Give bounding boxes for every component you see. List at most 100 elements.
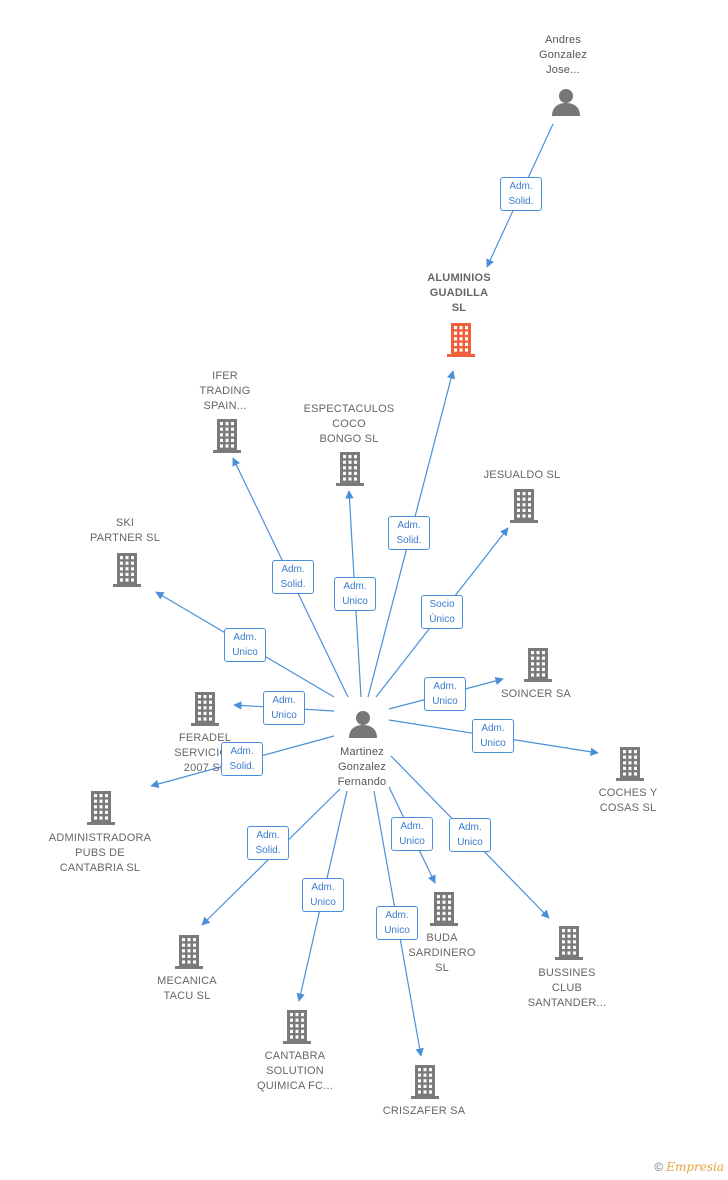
node-label-line: SOINCER SA [501,688,571,700]
edge-label-line: Unico [457,837,483,848]
node-ifer[interactable] [211,418,243,459]
node-criszafer[interactable] [409,1064,441,1105]
building-icon [510,489,538,523]
edge-label-line: Solid. [396,535,422,546]
node-label-line: SANTANDER... [527,997,607,1009]
brand-logo: Empresia [666,1160,724,1174]
node-label-line: PUBS DE [75,847,125,859]
node-buda[interactable] [428,891,460,932]
node-label-soincer[interactable]: SOINCER SA [466,687,606,702]
node-label-line: TRADING [199,385,251,397]
building-icon [283,1010,311,1044]
node-label-line: CRISZAFER SA [382,1105,466,1117]
edge-label-line: Adm. [458,822,482,833]
node-label-line: COCO [332,418,366,430]
copyright-symbol: © [654,1160,664,1174]
edge-label-line: Unico [271,710,297,721]
edge-label-line: Solid. [229,761,255,772]
node-label-line: Fernando [337,776,387,788]
node-label-line: COCHES Y [598,787,658,799]
edge-label-line: Unico [342,596,368,607]
building-icon [447,323,475,357]
edge-label-aluminios[interactable]: Adm. Solid. [388,516,430,550]
edge-label-line: Adm. [343,581,367,592]
edge-label-line: Solid. [280,579,306,590]
edge-label-ski[interactable]: Adm.Unico [224,628,266,662]
edge-label-buda[interactable]: Adm.Unico [391,817,433,851]
node-administradora[interactable] [85,790,117,831]
node-label-line: JESUALDO SL [483,469,561,481]
node-label-cantabra[interactable]: CANTABRA SOLUTION QUIMICA FC... [225,1049,365,1094]
building-icon [87,791,115,825]
edge-label-line: Adm. [272,695,296,706]
edge-label-line: Único [429,614,455,625]
edge-label-line: Unico [432,696,458,707]
edge-label-feradel[interactable]: Adm. Unico [263,691,305,725]
node-label-line: BONGO SL [319,433,379,445]
edge-label-bussines[interactable]: Adm. Unico [449,818,491,852]
node-label-line: BUSSINES [538,967,596,979]
node-bussines[interactable] [553,925,585,966]
edge-label-espectaculos[interactable]: Adm. Unico [334,577,376,611]
edge-label-aluminios[interactable]: Adm.Solid. [500,177,542,211]
watermark: ©Empresia [654,1160,724,1174]
edge-label-soincer[interactable]: Adm.Unico [424,677,466,711]
node-label-line: TACU SL [163,990,211,1002]
edge-label-mecanica[interactable]: Adm.Solid. [247,826,289,860]
building-icon [213,419,241,453]
building-icon [175,935,203,969]
node-label-line: Gonzalez [538,49,588,61]
node-label-line: PARTNER SL [89,532,161,544]
building-icon [191,692,219,726]
edge-label-line: Adm. [230,746,254,757]
node-andres[interactable] [551,87,581,122]
node-ski[interactable] [111,552,143,593]
building-icon [411,1065,439,1099]
edge-label-coches[interactable]: Adm.Unico [472,719,514,753]
edge-label-ifer[interactable]: Adm.Solid. [272,560,314,594]
node-martinez[interactable] [348,709,378,744]
edge-label-criszafer[interactable]: Adm.Unico [376,906,418,940]
node-label-line: QUIMICA FC... [257,1080,333,1092]
node-label-line: CLUB [551,982,583,994]
edge-label-line: Adm. [397,520,421,531]
node-soincer[interactable] [522,647,554,688]
node-aluminios[interactable] [445,322,477,363]
node-label-line: SL [451,302,467,314]
node-label-line: Martinez [340,746,384,758]
node-jesualdo[interactable] [508,488,540,529]
building-icon [430,892,458,926]
building-icon [524,648,552,682]
node-coches[interactable] [614,746,646,787]
edge-label-line: Unico [399,836,425,847]
node-espectaculos[interactable] [334,451,366,492]
node-label-line: SOLUTION [266,1065,324,1077]
edge-label-line: Unico [310,897,336,908]
node-label-line: Gonzalez [337,761,387,773]
node-mecanica[interactable] [173,934,205,975]
edge-label-administradora[interactable]: Adm. Solid. [221,742,263,776]
node-cantabra[interactable] [281,1009,313,1050]
node-label-jesualdo[interactable]: JESUALDO SL [452,468,592,483]
building-icon [336,452,364,486]
edge-label-cantabra[interactable]: Adm.Unico [302,878,344,912]
node-label-line: Jose... [546,64,580,76]
node-label-line: ADMINISTRADORA [48,832,152,844]
edge-label-line: Adm. [509,181,533,192]
node-feradel[interactable] [189,691,221,732]
node-label-line: CANTABRA [264,1050,326,1062]
node-label-bussines[interactable]: BUSSINES CLUB SANTANDER... [497,966,637,1011]
node-label-criszafer[interactable]: CRISZAFER SA [354,1104,494,1119]
